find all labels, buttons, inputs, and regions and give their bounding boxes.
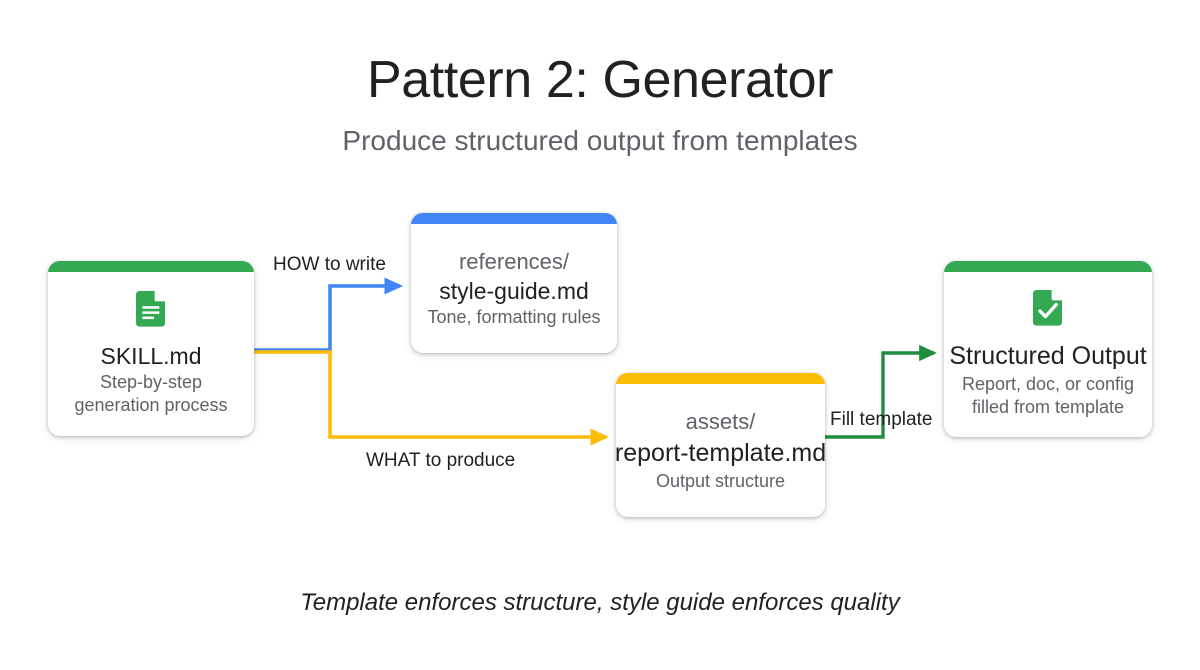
node-card-assets[interactable]: assets/ report-template.md Output struct…: [616, 373, 825, 517]
card-desc: Output structure: [655, 470, 786, 491]
edge-label-fill-template: Fill template: [830, 409, 933, 430]
edge-fill-template: [825, 344, 937, 439]
card-desc-line1: Report, doc, or config: [961, 373, 1135, 394]
page-subtitle: Produce structured output from templates: [342, 125, 858, 156]
page-title: Pattern 2: Generator: [366, 51, 834, 109]
document-check-icon: [1033, 289, 1063, 331]
card-kicker: references/: [458, 248, 570, 274]
card-kicker: assets/: [685, 409, 756, 435]
card-accent-bar: [411, 213, 617, 224]
card-desc-line1: Step-by-step: [99, 372, 203, 393]
card-desc: Tone, formatting rules: [427, 307, 601, 328]
document-icon: [136, 290, 166, 332]
card-desc-line2: filled from template: [971, 397, 1125, 417]
card-accent-bar: [616, 373, 825, 384]
card-title: Structured Output: [949, 341, 1147, 370]
node-card-skill[interactable]: SKILL.md Step-by-step generation process: [48, 261, 254, 436]
card-body: references/ style-guide.md Tone, formatt…: [411, 213, 617, 353]
node-card-structured-output[interactable]: Structured Output Report, doc, or config…: [944, 261, 1152, 437]
card-title: report-template.md: [616, 438, 825, 467]
card-body: assets/ report-template.md Output struct…: [616, 373, 825, 517]
edge-how-to-write: [254, 277, 403, 352]
card-accent-bar: [944, 261, 1152, 272]
card-accent-bar: [48, 261, 254, 272]
footer-caption: Template enforces structure, style guide…: [300, 589, 900, 616]
card-title: style-guide.md: [439, 278, 589, 305]
card-body: SKILL.md Step-by-step generation process: [48, 261, 254, 436]
card-body: Structured Output Report, doc, or config…: [944, 261, 1152, 437]
edge-label-what-to-produce: WHAT to produce: [366, 450, 516, 471]
node-card-references[interactable]: references/ style-guide.md Tone, formatt…: [411, 213, 617, 353]
edge-what-to-produce: [254, 350, 609, 446]
edge-label-how-to-write: HOW to write: [273, 254, 386, 275]
card-title: SKILL.md: [100, 342, 202, 369]
card-desc-line2: generation process: [74, 395, 228, 416]
